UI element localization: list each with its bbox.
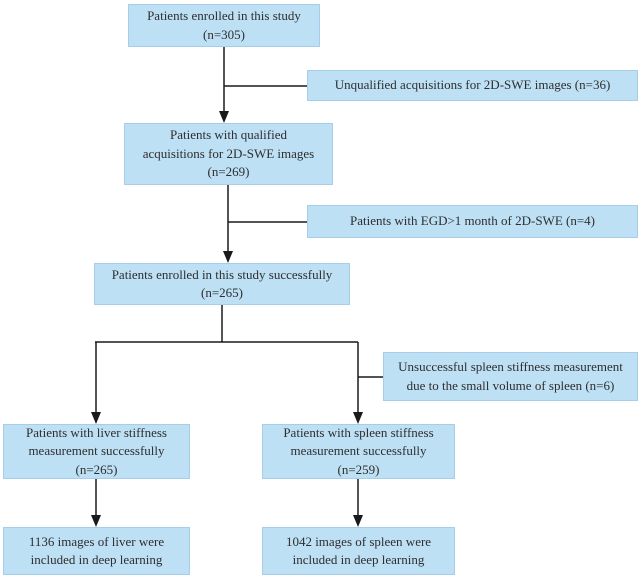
node-spleen-images-deep-learning: 1042 images of spleen were included in d…	[262, 527, 455, 575]
node-enrolled-successfully: Patients enrolled in this study successf…	[94, 263, 350, 305]
arrowhead-qualified-to-success	[223, 251, 233, 263]
node-liver-stiffness-measurement: Patients with liver stiffness measuremen…	[3, 424, 190, 479]
node-unqualified-acquisitions: Unqualified acquisitions for 2D-SWE imag…	[307, 70, 638, 101]
arrowhead-to-spleen	[353, 412, 363, 424]
arrowhead-to-liver	[91, 412, 101, 424]
arrowhead-enrolled-to-qualified	[219, 111, 229, 123]
node-unsuccessful-spleen-measurement: Unsuccessful spleen stiffness measuremen…	[383, 352, 638, 401]
node-qualified-acquisitions: Patients with qualified acquisitions for…	[124, 123, 333, 185]
arrowhead-to-liver-images	[91, 515, 101, 527]
node-spleen-stiffness-measurement: Patients with spleen stiffness measureme…	[262, 424, 455, 479]
node-egd-exclusion: Patients with EGD>1 month of 2D-SWE (n=4…	[307, 205, 638, 238]
node-liver-images-deep-learning: 1136 images of liver were included in de…	[3, 527, 190, 575]
arrowhead-to-spleen-images	[353, 515, 363, 527]
node-patients-enrolled: Patients enrolled in this study (n=305)	[128, 4, 320, 47]
